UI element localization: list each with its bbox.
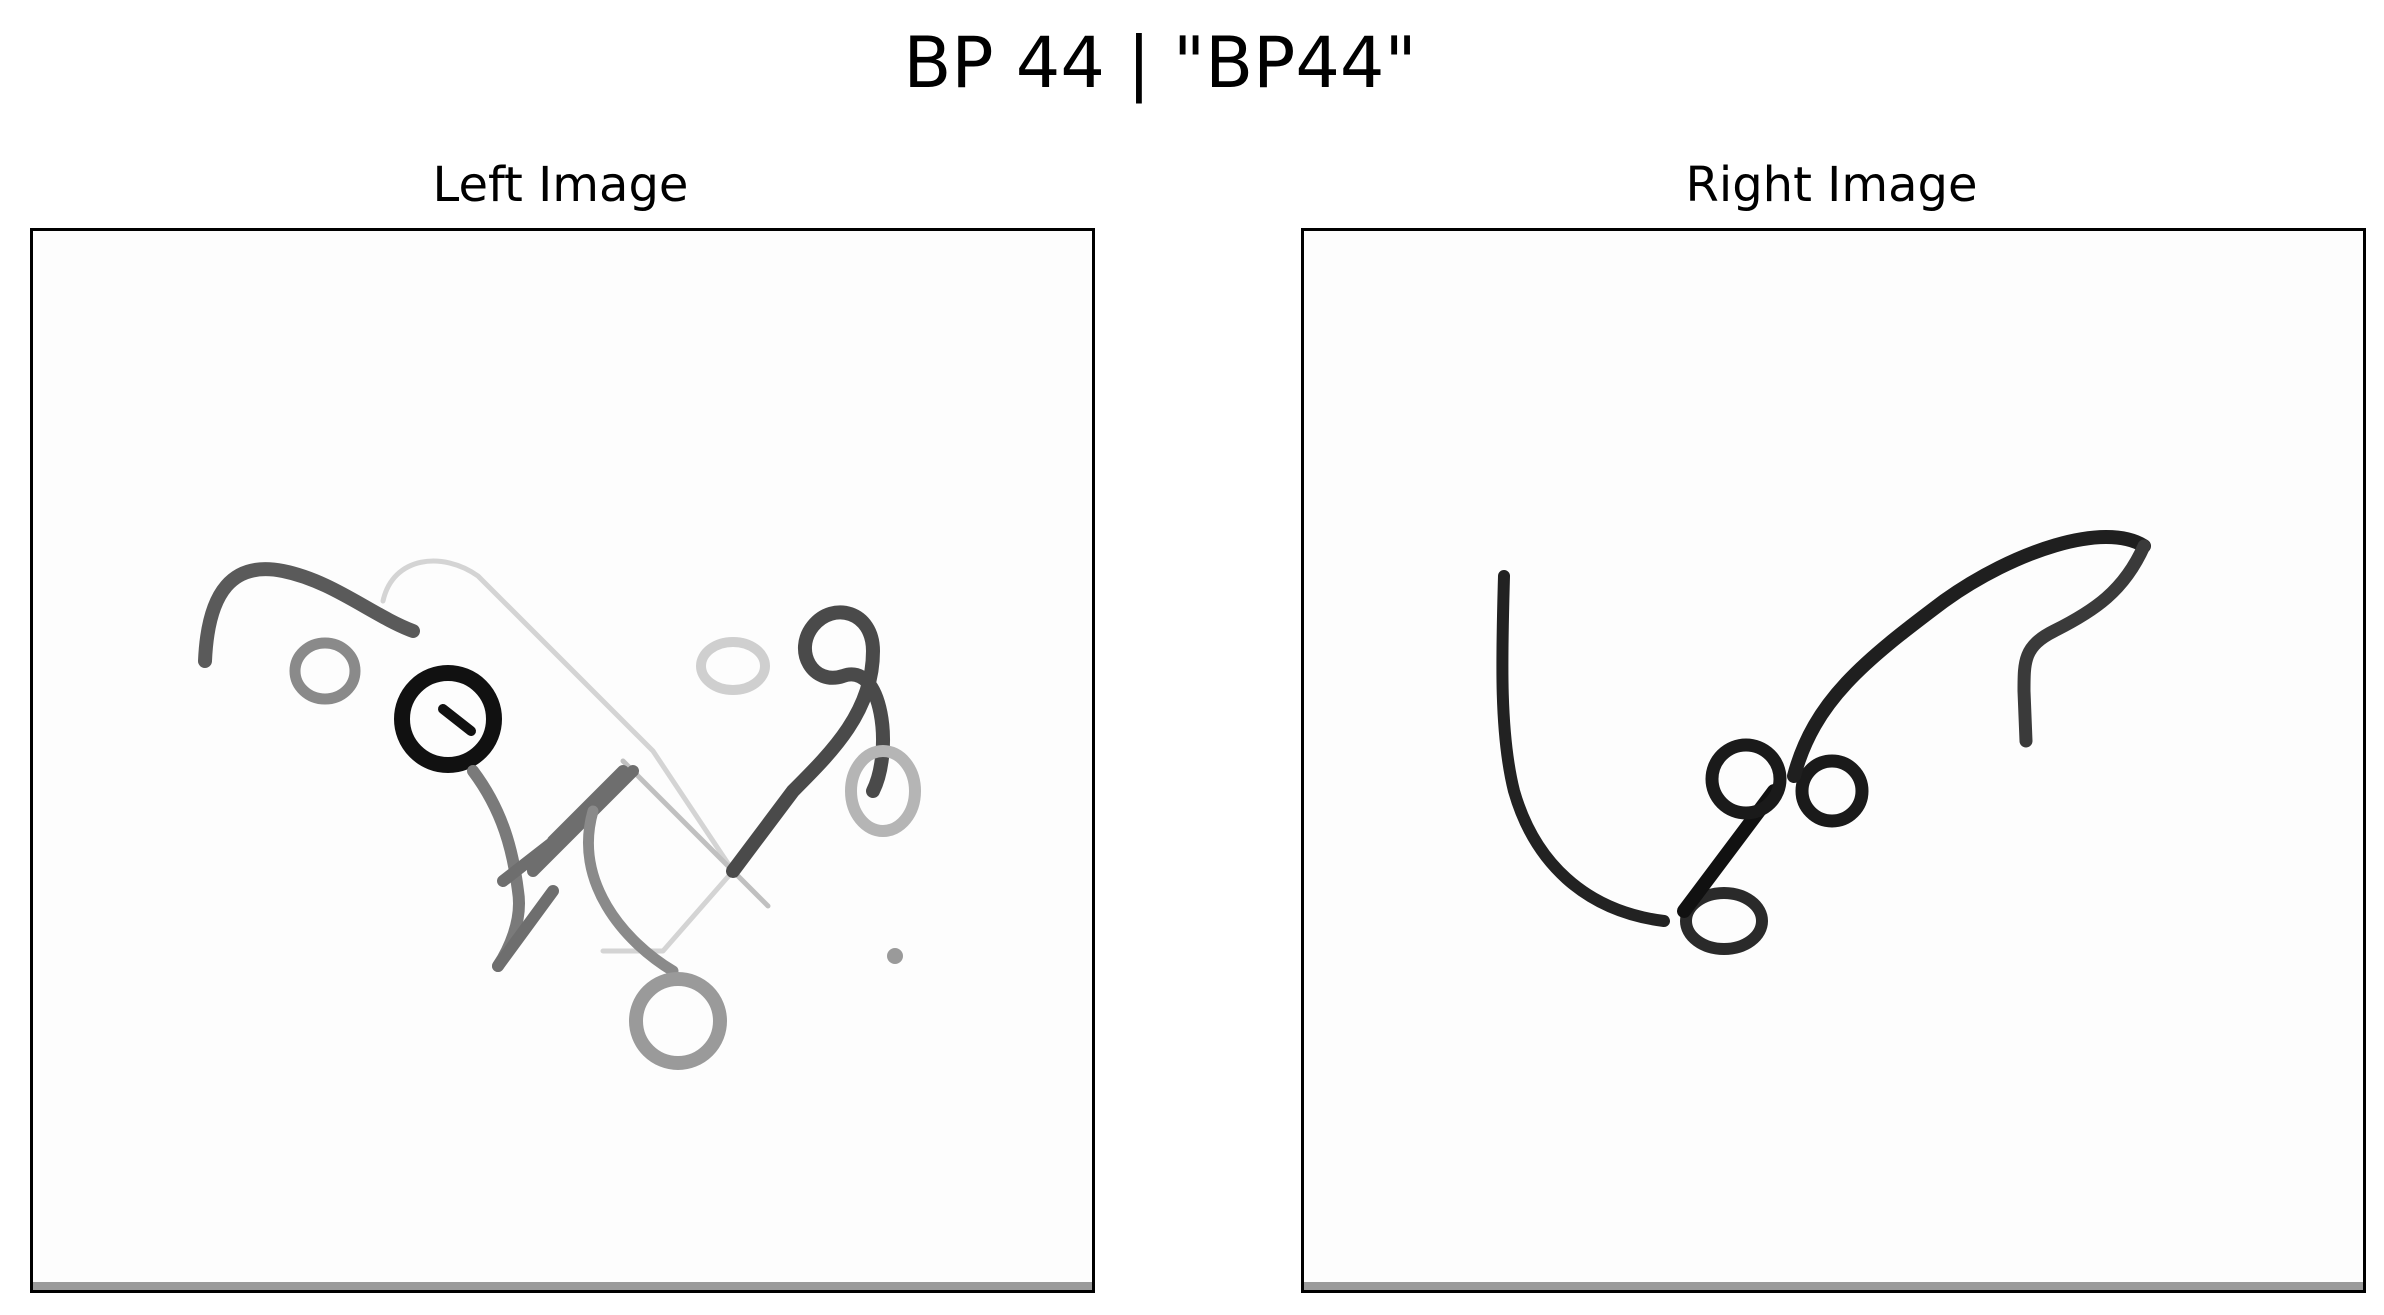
left-right-loops xyxy=(726,605,890,878)
left-lower-swoop xyxy=(583,805,679,977)
left-image-panel xyxy=(30,228,1095,1293)
left-hook-stroke xyxy=(198,562,420,668)
left-panel-title: Left Image xyxy=(432,157,689,213)
right-loop-2 xyxy=(1795,754,1869,828)
right-image-panel xyxy=(1301,228,2366,1293)
right-return-hook xyxy=(2017,539,2151,748)
figure-title: BP 44 | "BP44" xyxy=(903,22,1417,104)
left-faint-loop xyxy=(696,637,770,695)
right-panel-bottom-strip xyxy=(1304,1282,2363,1290)
left-thin-line xyxy=(620,758,771,909)
right-u-stroke xyxy=(1496,570,1670,927)
left-right-small-loop xyxy=(845,745,921,837)
left-dot xyxy=(887,948,903,964)
left-faint-frame xyxy=(380,558,736,954)
left-dark-circle xyxy=(394,665,502,773)
left-small-loop xyxy=(289,637,361,705)
right-panel-title: Right Image xyxy=(1685,157,1978,213)
left-dark-circle-mark xyxy=(438,704,476,736)
left-doodle-image xyxy=(198,558,921,1070)
right-loop-1 xyxy=(1705,738,1787,820)
right-big-arc xyxy=(1787,530,2151,783)
left-panel-bottom-strip xyxy=(33,1282,1092,1290)
left-wing-stroke xyxy=(492,765,639,972)
right-bottom-loop xyxy=(1680,887,1768,955)
left-bottom-loop xyxy=(629,972,727,1070)
right-doodle-image xyxy=(1496,530,2151,955)
